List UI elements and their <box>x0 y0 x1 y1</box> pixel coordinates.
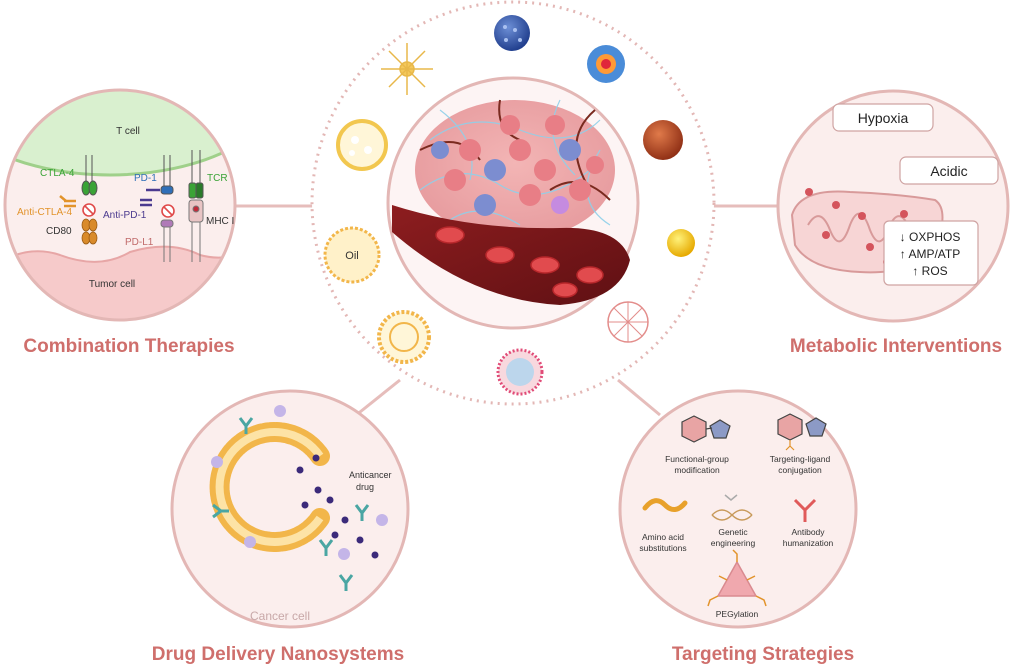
acidic-box <box>899 156 999 185</box>
nanoparticle-gold <box>667 229 695 257</box>
antibody-icon <box>793 498 817 522</box>
ctla4-label: CTLA-4 <box>40 168 75 179</box>
drug-delivery-panel: Anticancer drug Cancer cell <box>170 389 410 629</box>
metabolic-interventions-panel: Hypoxia Acidic ↓ OXPHOS ↑ AMP/ATP ↑ ROS <box>776 89 1010 323</box>
ctla4-receptor <box>81 155 98 196</box>
cancer-cell-label: Cancer cell <box>250 609 310 623</box>
anti-ctla4-label: Anti-CTLA-4 <box>17 207 72 218</box>
oxphos-label: ↓ OXPHOS <box>900 230 961 244</box>
pdl1-ligand <box>160 219 174 262</box>
nanoparticle-oil-emulsion: Oil <box>323 226 381 284</box>
antibody-label-1: Antibody <box>791 527 825 537</box>
tumor-cell-label: Tumor cell <box>89 279 135 290</box>
tumor-cells <box>431 115 604 216</box>
targeting-ligand-label-1: Targeting-ligand <box>770 454 831 464</box>
anti-pd1-antibody <box>140 188 160 207</box>
red-blood-cells <box>435 226 604 298</box>
combination-therapies-title: Combination Therapies <box>23 336 234 357</box>
mhc1-complex <box>188 199 204 262</box>
pdl1-label: PD-L1 <box>125 237 154 248</box>
nanoparticle-dendrimer <box>494 15 530 51</box>
tcr-receptor <box>188 150 204 199</box>
pegylation-label: PEGylation <box>716 609 759 619</box>
nanoparticle-liposome <box>377 310 431 364</box>
t-cell-shape <box>5 90 235 177</box>
amino-acid-label-1: Amino acid <box>642 532 684 542</box>
targeting-strategies-panel: Functional-group modification Targeting-… <box>618 389 858 629</box>
functional-group-label-2: modification <box>674 465 720 475</box>
genetic-label-2: engineering <box>711 538 756 548</box>
amino-acid-icon <box>642 498 688 512</box>
targeting-ligand-icon <box>777 413 827 451</box>
metabolic-effects-box <box>883 220 979 286</box>
nanoparticle-star <box>587 45 625 83</box>
targeting-antibodies <box>212 417 370 591</box>
mhc1-label: MHC I <box>206 216 234 227</box>
anticancer-label-2: drug <box>356 482 374 492</box>
oil-label: Oil <box>345 250 358 262</box>
ros-label: ↑ ROS <box>912 264 947 278</box>
nanoparticle-brown <box>643 120 683 160</box>
nanoparticle-liposome-small <box>336 119 388 171</box>
cd80-label: CD80 <box>46 226 72 237</box>
functional-group-icon <box>681 415 731 443</box>
ligand-spheres <box>211 405 388 560</box>
genetic-label-1: Genetic <box>718 527 748 537</box>
anti-pd1-label: Anti-PD-1 <box>103 210 147 221</box>
drug-molecules <box>296 454 379 559</box>
combination-therapies-panel: T cell Tumor cell <box>3 88 237 322</box>
connector-lines <box>234 204 780 422</box>
dna-icon <box>711 494 753 521</box>
liposome-carrier <box>209 422 330 552</box>
block-symbol <box>82 203 96 217</box>
nanoparticle-exosome <box>496 348 544 396</box>
pd1-label: PD-1 <box>134 173 157 184</box>
antibody-label-2: humanization <box>783 538 834 548</box>
amino-acid-label-2: substitutions <box>639 543 686 553</box>
amp-atp-label: ↑ AMP/ATP <box>900 247 960 261</box>
hypoxia-label: Hypoxia <box>858 110 909 126</box>
targeting-strategies-title: Targeting Strategies <box>672 644 854 665</box>
anti-ctla4-antibody <box>59 195 76 208</box>
tcr-label: TCR <box>207 173 228 184</box>
pegylation-icon <box>707 549 767 607</box>
acidic-label: Acidic <box>930 163 967 179</box>
pd1-receptor <box>160 155 174 195</box>
drug-delivery-title: Drug Delivery Nanosystems <box>152 644 404 665</box>
hypoxia-box <box>832 103 934 132</box>
nanoparticle-micelle <box>381 43 433 95</box>
block-symbol-pd1 <box>161 204 175 218</box>
functional-group-label-1: Functional-group <box>665 454 729 464</box>
central-tumor-panel: Oil <box>310 0 716 406</box>
cd80-ligand <box>81 218 98 245</box>
anticancer-label-1: Anticancer <box>349 470 392 480</box>
targeting-ligand-label-2: conjugation <box>778 465 822 475</box>
t-cell-label: T cell <box>116 126 140 137</box>
nanoparticle-polymer <box>607 301 649 343</box>
metabolic-interventions-title: Metabolic Interventions <box>790 336 1002 357</box>
